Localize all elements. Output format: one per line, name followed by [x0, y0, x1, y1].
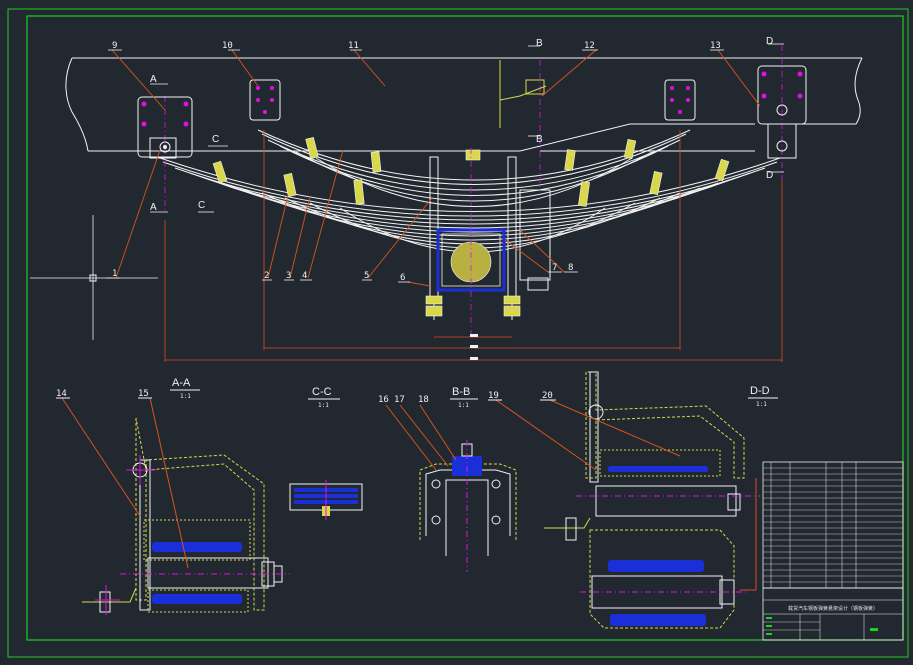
label-part-19: 19: [488, 391, 499, 401]
main-view: [30, 43, 863, 362]
title-block: 载货汽车钢板弹簧悬架设计（钢板弹簧）: [762, 587, 904, 641]
label-part-12: 12: [584, 41, 595, 51]
label-part-13: 13: [710, 41, 721, 51]
view-scale-d-d: 1:1: [756, 401, 767, 408]
section-mark-b-bottom: B: [536, 134, 543, 145]
section-mark-c-bottom: C: [198, 200, 205, 211]
inner-frame: [26, 15, 904, 641]
label-part-7: 7: [552, 263, 557, 273]
part-labels: 9 10 11 12 13 1 2 3 4 5 6 7 8 A A B B C …: [112, 36, 773, 283]
section-c-c: C-C 1:1: [289, 386, 363, 520]
view-scale-b-b: 1:1: [458, 402, 469, 409]
section-mark-d-bottom: D: [766, 170, 773, 181]
section-a-a: 14 15 A-A 1:1: [56, 377, 290, 615]
section-mark-c-top: C: [212, 134, 219, 145]
section-b-b: B-B 1:1 16 17 18: [378, 386, 517, 572]
label-part-10: 10: [222, 41, 233, 51]
label-part-16: 16: [378, 395, 389, 405]
title-block-title: 载货汽车钢板弹簧悬架设计（钢板弹簧）: [788, 605, 878, 612]
label-part-11: 11: [348, 41, 359, 51]
view-scale-a-a: 1:1: [180, 393, 191, 400]
section-d-d: D-D 1:1 19 20: [488, 371, 778, 629]
label-part-2: 2: [264, 271, 269, 281]
label-part-15: 15: [138, 389, 149, 399]
view-title-d-d: D-D: [750, 385, 770, 397]
section-mark-d-top: D: [766, 36, 773, 47]
label-part-14: 14: [56, 389, 67, 399]
label-part-1: 1: [112, 269, 117, 279]
label-part-17: 17: [394, 395, 405, 405]
view-title-b-b: B-B: [452, 386, 470, 398]
parts-list-table: [762, 461, 904, 589]
label-part-6: 6: [400, 273, 405, 283]
label-part-4: 4: [302, 271, 307, 281]
view-title-c-c: C-C: [312, 386, 332, 398]
view-title-a-a: A-A: [172, 377, 191, 389]
label-part-3: 3: [286, 271, 291, 281]
label-part-5: 5: [364, 271, 369, 281]
section-mark-b-top: B: [536, 38, 543, 49]
label-part-8: 8: [568, 263, 573, 273]
outer-frame: [7, 8, 909, 658]
label-part-20: 20: [542, 391, 553, 401]
section-mark-a-bottom: A: [150, 202, 157, 213]
label-part-18: 18: [418, 395, 429, 405]
label-part-9: 9: [112, 41, 117, 51]
section-mark-a-top: A: [150, 74, 157, 85]
view-scale-c-c: 1:1: [318, 402, 329, 409]
